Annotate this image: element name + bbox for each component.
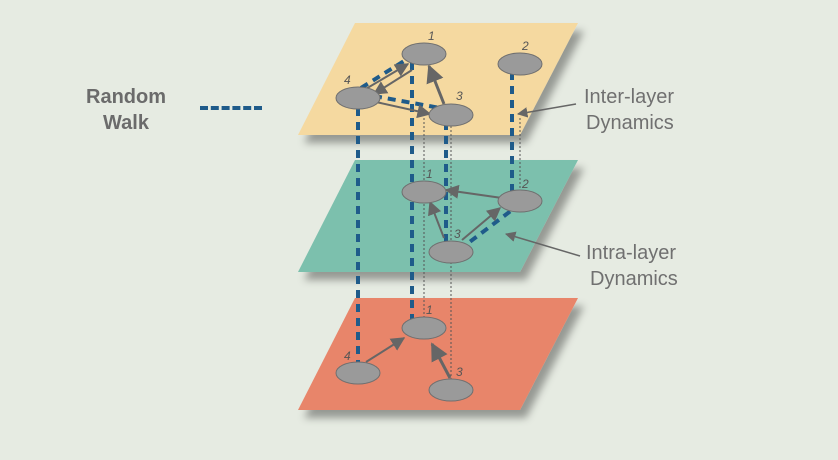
node-bottom-3	[428, 378, 474, 402]
intra-layer-dynamics-label: Intra-layer Dynamics	[586, 240, 678, 292]
middle-layer-nodes	[401, 180, 543, 264]
inter-layer-line1: Inter-layer	[584, 86, 675, 108]
intra-layer-line2: Dynamics	[590, 268, 678, 290]
node-middle-3	[428, 240, 474, 264]
node-top-2-label: 2	[521, 39, 529, 53]
intra-layer-line1: Intra-layer	[586, 242, 677, 264]
bottom-layer-edges	[365, 337, 452, 379]
inter-layer-thin-links	[423, 118, 521, 382]
node-bottom-1-label: 1	[426, 303, 433, 317]
node-middle-1	[401, 180, 447, 204]
node-middle-1-label: 1	[426, 167, 433, 181]
bottom-layer-nodes	[335, 316, 474, 402]
legend-title-line2: Walk	[103, 112, 149, 134]
inter-layer-pointer-arrow	[516, 103, 577, 118]
node-bottom-4-label: 4	[344, 349, 351, 363]
node-top-3	[428, 103, 474, 127]
middle-layer-edges	[428, 184, 503, 241]
inter-layer-line2: Dynamics	[586, 112, 674, 134]
top-layer-edges	[363, 63, 446, 119]
node-bottom-3-label: 3	[456, 365, 463, 379]
node-middle-3-label: 3	[454, 227, 461, 241]
top-layer-nodes	[335, 42, 543, 127]
node-top-2	[497, 52, 543, 76]
node-top-1-label: 1	[428, 29, 435, 43]
node-top-1	[401, 42, 447, 66]
node-bottom-4	[335, 361, 381, 385]
legend-dashed-line	[200, 106, 262, 110]
node-bottom-1	[401, 316, 447, 340]
legend-title-line1: Random	[86, 86, 166, 108]
node-top-4-label: 4	[344, 73, 351, 87]
intra-layer-pointer-arrow	[504, 231, 581, 257]
node-middle-2	[497, 189, 543, 213]
node-top-3-label: 3	[456, 89, 463, 103]
inter-layer-dynamics-label: Inter-layer Dynamics	[584, 84, 674, 136]
node-top-4	[335, 86, 381, 110]
legend-title: Random Walk	[80, 84, 172, 136]
node-middle-2-label: 2	[521, 177, 529, 191]
